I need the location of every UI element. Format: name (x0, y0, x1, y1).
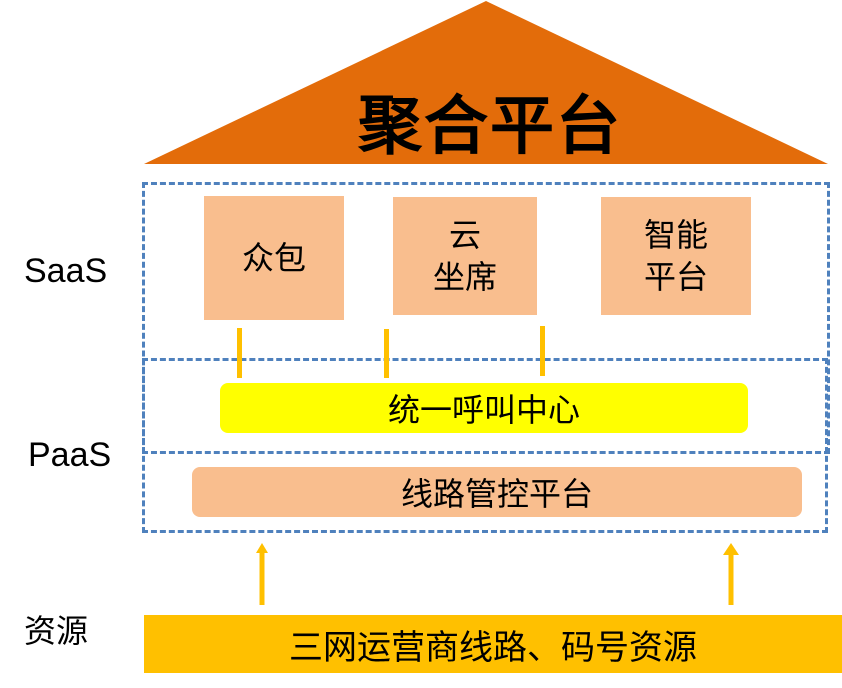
line-control-platform: 线路管控平台 (192, 467, 802, 517)
resource-label: 资源 (24, 613, 89, 649)
connector-line (237, 328, 242, 378)
box-text-line1: 云 (448, 216, 481, 254)
roof-triangle (144, 1, 828, 164)
resource-bar: 三网运营商线路、码号资源 (144, 615, 842, 673)
saas-label: SaaS (24, 252, 108, 290)
unified-call-center: 统一呼叫中心 (220, 383, 748, 433)
box-text-line2: 平台 (643, 258, 708, 296)
connector-line (384, 329, 389, 378)
arrow-up-icon (256, 543, 268, 605)
box-text-line1: 智能 (643, 216, 708, 254)
aggregation-platform-title: 聚合平台 (358, 89, 622, 164)
connector-line (540, 326, 545, 376)
box-text-line2: 坐席 (432, 258, 497, 296)
paas-dashed-frame (142, 358, 828, 533)
box-text: 众包 (241, 239, 306, 277)
saas-box-cloud-seat: 云坐席 (393, 197, 537, 315)
saas-box-crowdsourcing: 众包 (204, 196, 344, 320)
saas-box-smart-platform: 智能平台 (601, 197, 751, 315)
saas-dashed-frame (142, 182, 830, 454)
arrow-up-icon (723, 543, 739, 605)
paas-label: PaaS (28, 436, 112, 474)
